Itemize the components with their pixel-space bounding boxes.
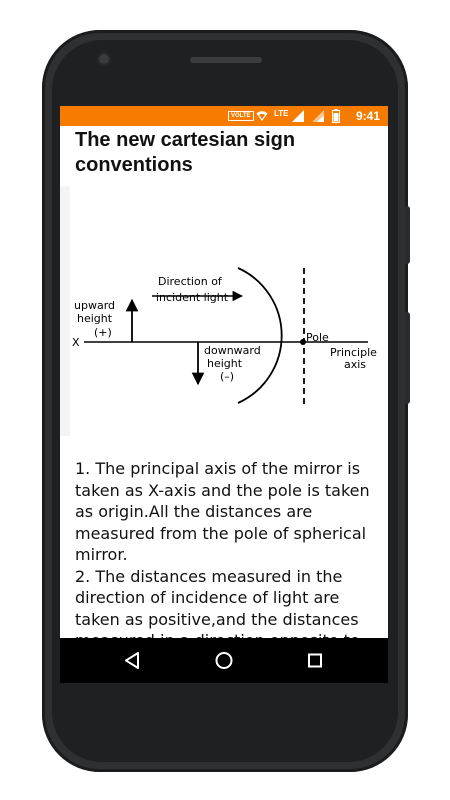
label-downward: downward bbox=[204, 344, 261, 357]
screen: VOLTE LTE 9:41 The new cartesian sign co… bbox=[60, 106, 388, 683]
status-bar: VOLTE LTE 9:41 bbox=[60, 106, 388, 126]
mirror-arc bbox=[237, 267, 283, 404]
power-button bbox=[405, 206, 410, 264]
title-bar: The new cartesian sign conventions bbox=[60, 126, 388, 182]
paragraph-2: 2. The distances measured in the directi… bbox=[75, 566, 360, 639]
pole-point bbox=[300, 339, 306, 345]
label-downward-sign: (–) bbox=[220, 370, 234, 383]
label-direction-line1: Direction of bbox=[158, 275, 223, 288]
label-pole: Pole bbox=[306, 331, 329, 344]
back-triangle-icon bbox=[125, 652, 139, 669]
back-button[interactable] bbox=[108, 638, 158, 683]
page-title: The new cartesian sign conventions bbox=[75, 129, 296, 176]
label-upward-height: height bbox=[77, 312, 113, 325]
recent-square-icon bbox=[308, 653, 322, 668]
volume-button bbox=[405, 312, 410, 404]
wifi-icon bbox=[256, 111, 268, 121]
earpiece-speaker bbox=[190, 57, 262, 63]
front-camera bbox=[99, 54, 109, 64]
battery-icon bbox=[332, 109, 340, 123]
figure-container: Direction of incident light upward heigh… bbox=[60, 186, 388, 436]
label-axis: axis bbox=[344, 358, 366, 371]
volte-badge: VOLTE bbox=[228, 111, 254, 121]
home-circle-icon bbox=[215, 652, 233, 669]
label-downward-height: height bbox=[207, 357, 243, 370]
label-x: X bbox=[72, 336, 80, 349]
signal-icon bbox=[292, 110, 304, 122]
recent-apps-button[interactable] bbox=[290, 638, 340, 683]
sign-convention-diagram: Direction of incident light upward heigh… bbox=[70, 186, 388, 436]
signal-icon-2 bbox=[312, 110, 324, 122]
navigation-bar bbox=[60, 638, 388, 683]
status-time: 9:41 bbox=[355, 109, 380, 123]
label-direction-line2: incident light bbox=[156, 291, 229, 304]
label-upward-sign: (+) bbox=[94, 326, 112, 339]
body-text: 1. The principal axis of the mirror is t… bbox=[75, 458, 380, 638]
lte-label: LTE bbox=[274, 109, 289, 118]
diagram-svg: Direction of incident light upward heigh… bbox=[72, 267, 377, 404]
home-button[interactable] bbox=[199, 638, 249, 683]
label-upward: upward bbox=[74, 299, 115, 312]
paragraph-1: 1. The principal axis of the mirror is t… bbox=[75, 459, 370, 564]
label-principle: Principle bbox=[330, 346, 377, 359]
content-scroll[interactable]: The new cartesian sign conventions bbox=[60, 126, 388, 638]
